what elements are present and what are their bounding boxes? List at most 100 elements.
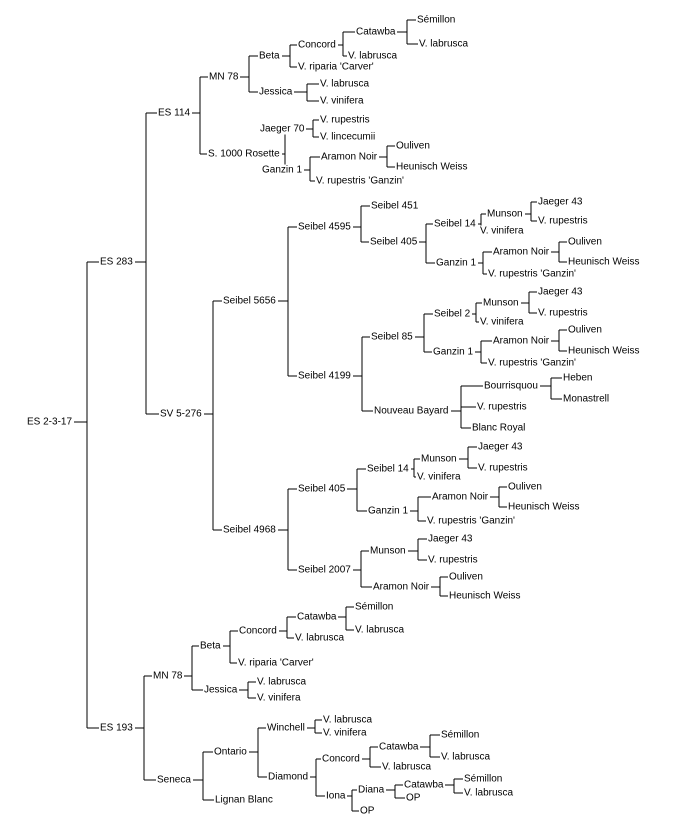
node-n35: Ouliven [567,236,603,248]
node-n73: Ouliven [448,571,484,583]
node-n98: Iona [325,790,347,802]
node-n43: V. rupestris [537,307,589,319]
node-n21: Heunisch Weiss [395,161,469,173]
node-n63: Ganzin 1 [367,505,410,517]
node-n82: V. labrusca [294,632,346,644]
node-n85: V. labrusca [256,676,308,688]
node-n15: Jaeger 70 [259,123,306,135]
node-n105: Lignan Blanc [214,794,274,806]
node-n103: OP [405,792,422,804]
node-n0: ES 2-3-17 [26,416,74,428]
node-n19: Aramon Noir [320,151,379,163]
node-n101: Sémillon [463,773,504,785]
node-n75: ES 193 [99,722,134,734]
node-n95: Sémillon [440,729,481,741]
node-n10: V. riparia 'Carver' [297,61,375,73]
node-n27: Seibel 405 [369,236,419,248]
node-n17: V. lincecumii [319,131,377,143]
node-n62: V. vinifera [416,471,462,483]
node-n49: V. rupestris 'Ganzin' [487,357,577,369]
node-n18: Ganzin 1 [261,164,304,176]
node-n56: Seibel 4968 [222,524,277,536]
node-n92: Diamond [267,771,310,783]
node-n33: Ganzin 1 [435,257,478,269]
node-n51: Bourrisquou [483,380,539,392]
node-n40: Seibel 2 [433,308,472,320]
node-n32: V. vinifera [479,225,525,237]
node-n47: Ouliven [567,324,603,336]
node-n64: Aramon Noir [431,491,490,503]
node-n87: Seneca [156,774,192,786]
node-n45: Ganzin 1 [432,346,475,358]
node-n91: V. vinifera [322,727,368,739]
node-n77: Beta [199,640,222,652]
node-n57: Seibel 405 [297,483,347,495]
node-n24: Seibel 5656 [222,295,277,307]
node-n97: V. labrusca [381,761,433,773]
node-n99: Diana [357,784,386,796]
node-n20: Ouliven [395,140,431,152]
node-n36: Heunisch Weiss [567,256,641,268]
node-n52: Heben [562,372,594,384]
node-n39: Seibel 85 [370,331,414,343]
node-n31: V. rupestris [537,215,589,227]
node-n102: V. labrusca [463,787,515,799]
node-n94: Catawba [378,741,420,753]
node-n96: V. labrusca [440,751,492,763]
node-n66: Heunisch Weiss [507,501,581,513]
node-n4: Beta [258,50,281,62]
node-n5: Concord [297,39,337,51]
node-n42: Jaeger 43 [537,286,584,298]
node-n89: Winchell [266,722,306,734]
node-n13: V. vinifera [319,95,365,107]
node-n12: V. labrusca [319,78,371,90]
node-n34: Aramon Noir [492,246,551,258]
node-n7: Sémillon [416,14,457,26]
node-n38: Seibel 4199 [297,370,352,382]
node-n65: Ouliven [507,481,543,493]
node-n8: V. labrusca [418,38,470,50]
node-n104: OP [359,805,376,817]
node-n50: Nouveau Bayard [373,405,450,417]
node-n25: Seibel 4595 [297,221,352,233]
node-n58: Seibel 14 [366,463,410,475]
node-n88: Ontario [213,746,248,758]
node-n9: V. labrusca [347,50,399,62]
node-n59: Munson [420,453,458,465]
node-n76: MN 78 [152,670,184,682]
node-n29: Munson [486,208,524,220]
node-n84: Jessica [203,684,239,696]
node-n60: Jaeger 43 [477,441,524,453]
node-n71: V. rupestris [427,554,479,566]
node-n69: Munson [369,545,407,557]
node-n86: V. vinifera [256,692,302,704]
node-n14: S. 1000 Rosette [207,148,281,160]
node-n2: ES 114 [157,107,192,119]
node-n16: V. rupestris [319,114,371,126]
node-n53: Monastrell [562,393,611,405]
node-n83: V. riparia 'Carver' [237,657,315,669]
node-n70: Jaeger 43 [427,533,474,545]
node-n79: Catawba [296,611,338,623]
node-n93: Concord [321,753,361,765]
node-n3: MN 78 [208,71,240,83]
node-n72: Aramon Noir [372,581,431,593]
node-n55: Blanc Royal [471,422,527,434]
node-n41: Munson [482,297,520,309]
node-n26: Seibel 451 [370,200,420,212]
node-n48: Heunisch Weiss [567,345,641,357]
node-n54: V. rupestris [476,401,528,413]
node-n100: Catawba [403,779,445,791]
node-n80: Sémillon [354,601,395,613]
node-n78: Concord [238,625,278,637]
node-n68: Seibel 2007 [297,564,352,576]
node-n44: V. vinifera [479,316,525,328]
node-n30: Jaeger 43 [537,196,584,208]
node-n90: V. labrusca [322,714,374,726]
node-n67: V. rupestris 'Ganzin' [426,515,516,527]
node-n28: Seibel 14 [433,218,477,230]
node-n1: ES 283 [99,256,134,268]
node-n6: Catawba [355,26,397,38]
